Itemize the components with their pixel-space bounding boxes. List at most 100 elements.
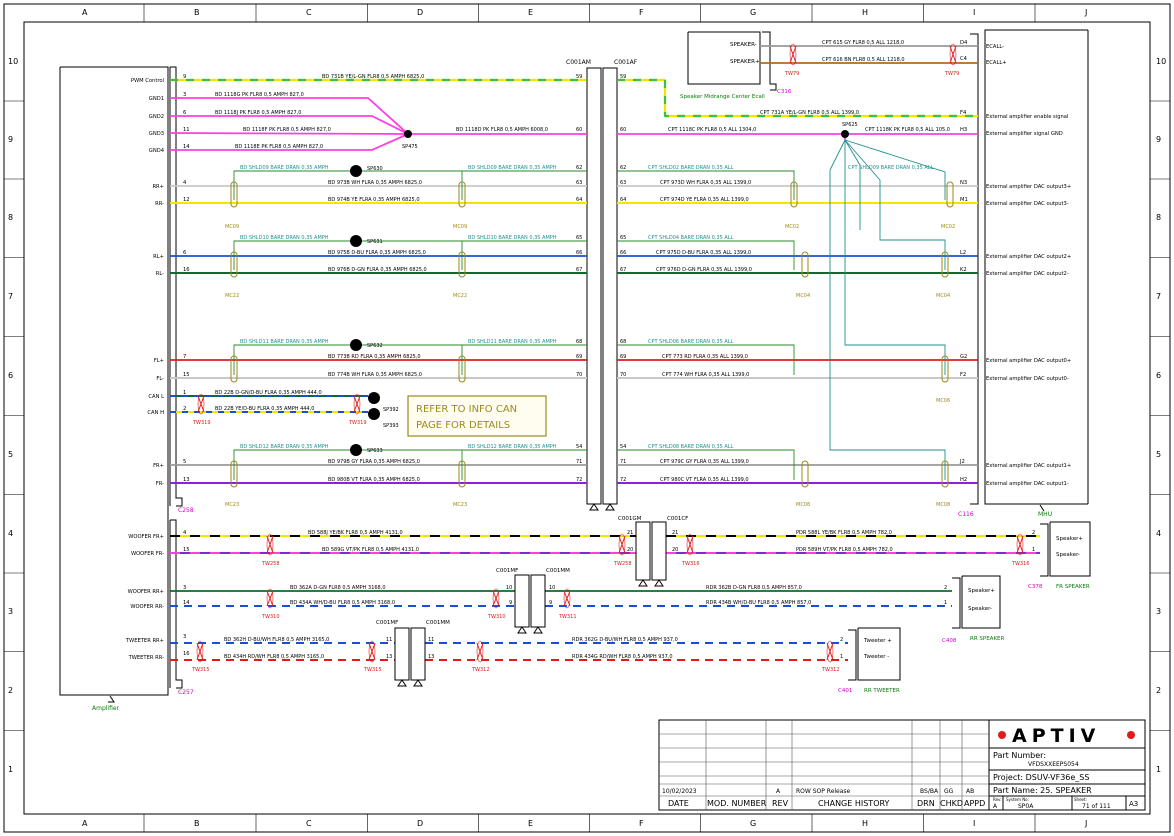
wire-gnd1 — [170, 97, 409, 135]
wire-label-rlp: BD 975B D-BU FLRA 0,35 AMPH 6825,0 — [328, 250, 426, 256]
wire-label-tw1: BD 362H D-BU/WH FLR8 0,5 AMPH 3165,0 — [224, 637, 329, 643]
column-label-bottom: A — [82, 819, 88, 828]
pin-name-canl: CAN L — [148, 394, 164, 400]
column-label-bottom: B — [194, 819, 200, 828]
column-label-top: G — [750, 8, 756, 17]
wire-label-sh12a: BD SHLD12 BARE DRAN 0,35 AMPH — [240, 444, 329, 450]
rev-row-rev: A — [776, 788, 781, 795]
row-label-right: 5 — [1156, 450, 1161, 459]
wire-label-rrp: BD 973B WH FLRA 0,35 AMPH 6825,0 — [328, 180, 422, 186]
wire-label-wf3: PDR 588L YE/BK FLR8 0,5 AMPH 782,0 — [796, 530, 892, 536]
wire-label-csh06: CPT SHLD06 BARE DRAN 0,35 ALL — [648, 339, 734, 345]
rev-row-date: 10/02/2023 — [662, 788, 697, 795]
pin-name-twp: TWEETER RR+ — [125, 638, 164, 644]
shield-mc06b — [941, 355, 949, 383]
mhu-module: C116 MHU — [958, 29, 1089, 518]
twist-tw316b — [1016, 535, 1024, 554]
c001mm-tweeter-label: C001MM — [426, 620, 450, 626]
pin-number-m10: 10 — [506, 585, 512, 591]
pin-name-wfp: WOOFER FR+ — [128, 534, 164, 540]
teal-shield-5 — [844, 139, 861, 230]
pin-num-rlm: 16 — [183, 267, 190, 273]
pin-number-a63: 63 — [576, 180, 582, 186]
twist-label-tw311: TW311 — [558, 614, 577, 620]
column-label-top: H — [862, 8, 868, 17]
can-note-line1: REFER TO INFO CAN — [416, 404, 517, 415]
twist-tw319b — [353, 395, 361, 413]
mid-speaker-plus: SPEAKER+ — [730, 59, 760, 65]
pin-num-gnd1: 3 — [183, 92, 186, 98]
pin-number-c21: 21 — [672, 530, 678, 536]
pin-name-rlp: RL+ — [153, 254, 164, 260]
shield-mc09b — [458, 181, 466, 208]
shield-mc08a — [801, 460, 809, 488]
connector-c258: C258 — [169, 66, 194, 514]
teal-shield-1 — [844, 139, 946, 200]
row-label-right: 3 — [1156, 607, 1161, 616]
pin-num-canh: 2 — [183, 406, 186, 412]
splice-sp632 — [350, 339, 362, 351]
header-change-history: CHANGE HISTORY — [818, 799, 890, 808]
wire-label-wf1: BD 588J YE/BK FLR8 0,5 AMPH 4131,0 — [308, 530, 403, 536]
rr-tweeter: Tweeter + Tweeter - C401 RR TWEETER — [838, 627, 901, 694]
column-label-bottom: J — [1084, 819, 1087, 828]
mhu-pin-num-d2m: K2 — [960, 267, 967, 273]
pin-number-fr2: 2 — [1032, 530, 1035, 536]
pin-name-gnd1: GND1 — [149, 96, 164, 102]
wire-label-csh02: CPT SHLD02 BARE DRAN 0,35 ALL — [648, 165, 734, 171]
twist-outline-tw311 — [563, 588, 571, 609]
pin-number-g20: 20 — [627, 547, 633, 553]
row-label-right: 9 — [1156, 135, 1161, 144]
pin-number-b62: 62 — [620, 165, 626, 171]
pin-number-a67: 67 — [576, 267, 582, 273]
column-label-top: C — [306, 8, 312, 17]
can-info-note: REFER TO INFO CAN PAGE FOR DETAILS — [407, 395, 547, 437]
wire-label-csh08: CPT SHLD08 BARE DRAN 0,35 ALL — [648, 444, 734, 450]
column-label-bottom: D — [417, 819, 423, 828]
pin-name-frp: FR+ — [153, 463, 164, 469]
wire-label-c1118k: CPT 1118K PK FLR8 0,5 ALL 105,0 — [865, 127, 950, 133]
pin-number-a68: 68 — [576, 339, 582, 345]
wire-label-sh11a: BD SHLD11 BARE DRAN 0,35 AMPH — [240, 339, 329, 345]
inline-connector-c001mf-mm-tweeter: C001MF C001MM — [376, 620, 450, 687]
pin-number-a64: 64 — [576, 197, 582, 203]
pin-name-wrm: WOOFER RR- — [130, 604, 164, 610]
splice-sp633 — [350, 444, 362, 456]
shield-mc08b — [941, 460, 949, 488]
pin-number-b66: 66 — [620, 250, 626, 256]
shield-drain-right — [617, 170, 795, 200]
pin-name-wfm: WOOFER FR- — [131, 551, 164, 557]
splice-sp392 — [368, 392, 380, 404]
c001af-label: C001AF — [614, 59, 638, 66]
twist-tw312a — [476, 642, 484, 661]
twist-outline-tw316a — [686, 533, 694, 556]
wire-label-sh10b: BD SHLD10 BARE DRAN 0,35 AMPH — [468, 235, 557, 241]
pin-number-b71: 71 — [620, 459, 626, 465]
pin-name-gnd4: GND4 — [149, 148, 165, 154]
wire-label-wr1: BD 362A D-GN FLR8 0,5 AMPH 3168,0 — [290, 585, 386, 591]
twist-label-tw79a: TW79 — [784, 71, 799, 77]
wire-label-tw3: RDR 362G D-BU/WH FLR8 0,5 AMPH 937,0 — [572, 637, 678, 643]
teal-shield-3 — [844, 140, 946, 375]
wire-label-c976d: CPT 976D D-GN FLRA 0,35 ALL 1399,0 — [656, 267, 752, 273]
pin-number-b59: 59 — [620, 74, 626, 80]
twist-outline-tw316b — [1016, 533, 1024, 556]
mid-speaker-name: Speaker Midrange Center Ecall — [680, 94, 765, 100]
shield-label-mc04b: MC04 — [936, 293, 950, 299]
twist-label-tw310a: TW310 — [261, 614, 280, 620]
wire-label-gnd4: BD 1118E PK FLR8 0,5 AMPH 827,0 — [235, 144, 323, 150]
wire-label-gnd2: BD 1118J PK FLR8 0,5 AMPH 827,0 — [215, 110, 301, 116]
shield-label-mc02b: MC02 — [941, 224, 955, 230]
amplifier-label: Amplifier — [92, 705, 120, 712]
splice-label-sp630: SP630 — [367, 166, 383, 172]
mhu-pin-name-d2p: External amplifier DAC output2+ — [986, 254, 1071, 260]
pin-name-twm: TWEETER RR- — [128, 655, 165, 661]
pin-num-gnd2: 6 — [183, 110, 186, 116]
wire-label-c1118c: CPT 1118C PK FLR8 0,5 ALL 1304,0 — [668, 127, 756, 133]
wire-label-sh10a: BD SHLD10 BARE DRAN 0,35 AMPH — [240, 235, 329, 241]
mhu-pin-num-d0m: F2 — [960, 372, 966, 378]
pin-number-a69: 69 — [576, 354, 582, 360]
row-label-left: 10 — [8, 57, 18, 66]
wire-gnd3 — [169, 132, 409, 135]
